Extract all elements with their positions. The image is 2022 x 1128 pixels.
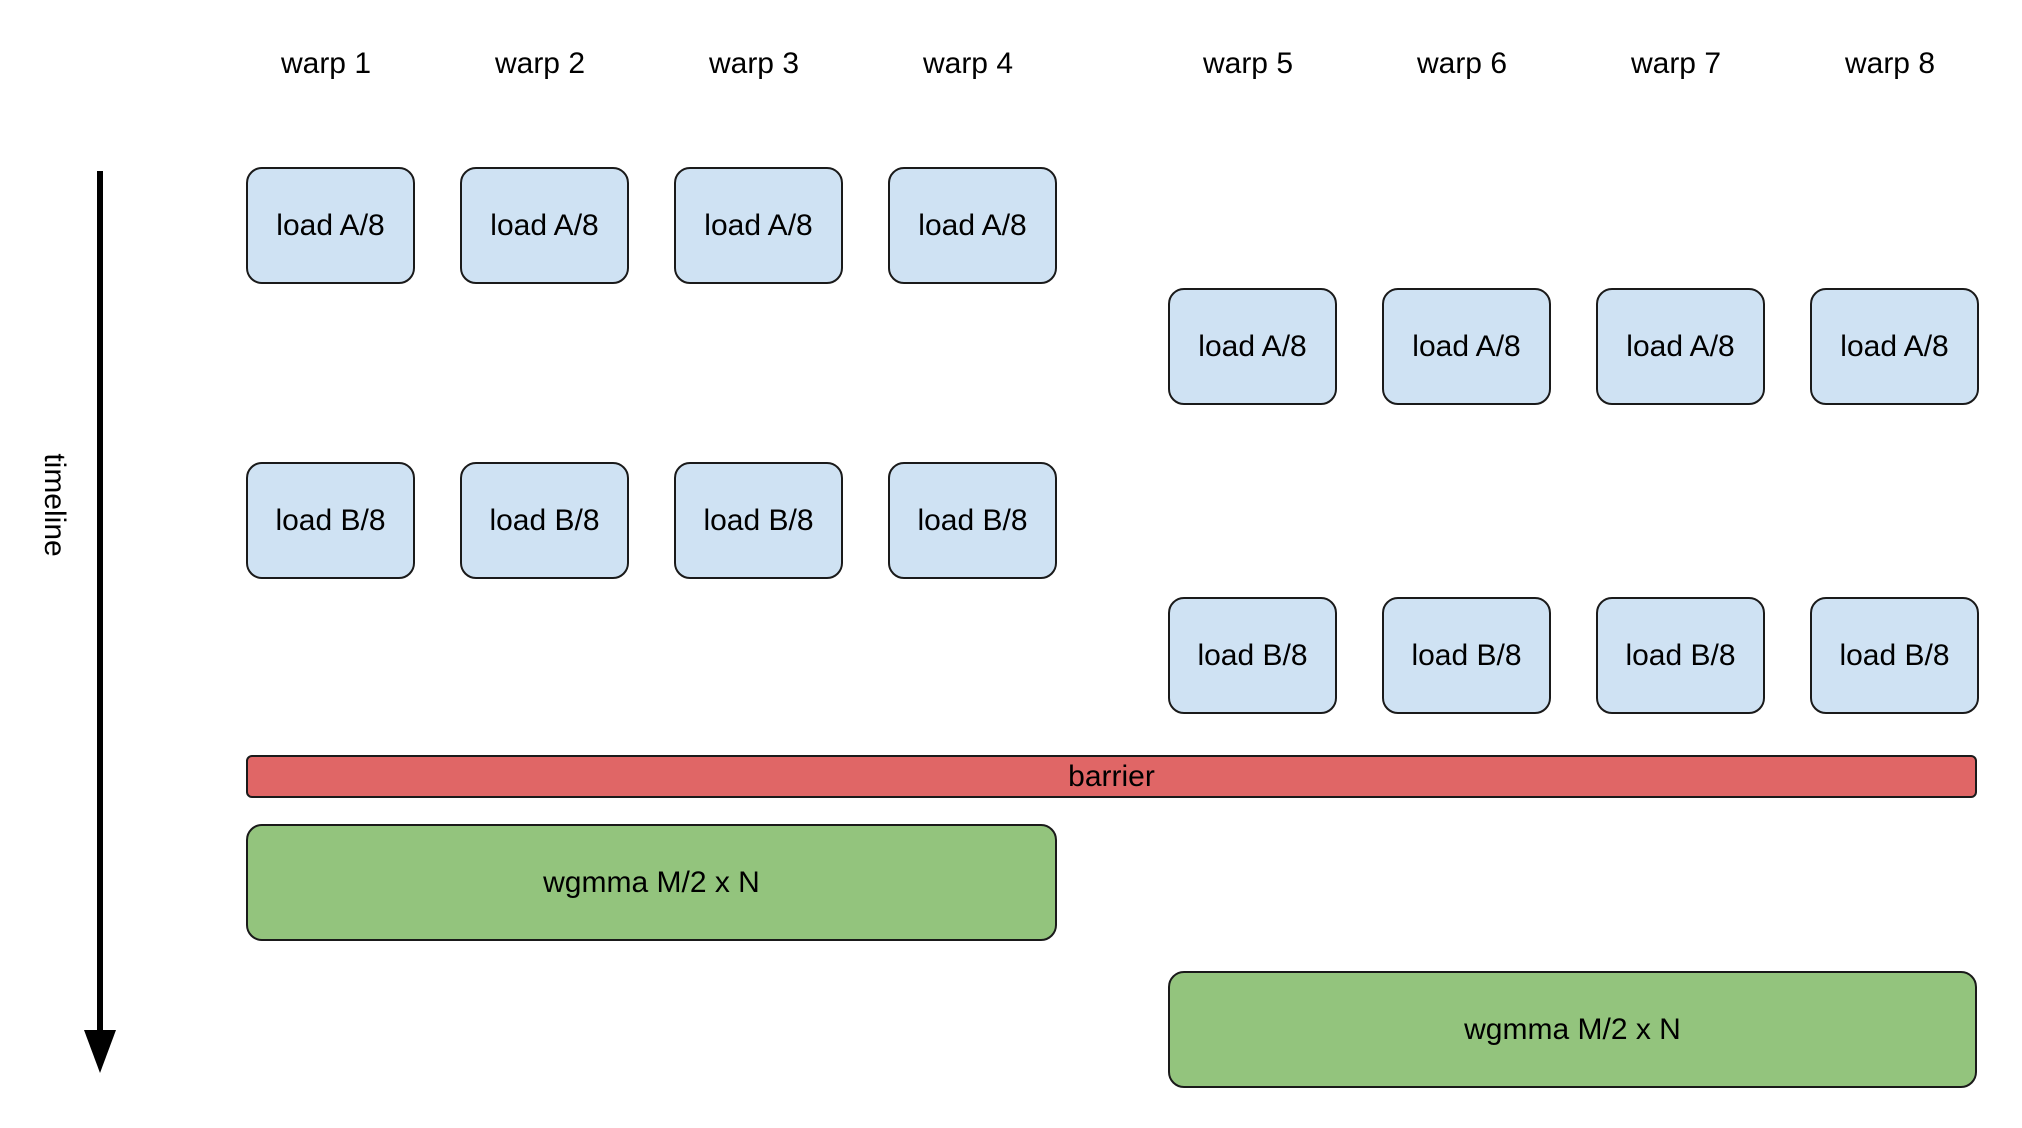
load-b-warp-5: load B/8 — [1168, 597, 1337, 714]
load-b-warp-4: load B/8 — [888, 462, 1057, 579]
warp-label-7: warp 7 — [1630, 47, 1722, 80]
load-a-warp-1: load A/8 — [246, 167, 415, 284]
load-a-warp-6: load A/8 — [1382, 288, 1551, 405]
wgmma-block-warps-5-8: wgmma M/2 x N — [1168, 971, 1977, 1088]
load-b-warp-6: load B/8 — [1382, 597, 1551, 714]
load-a-warp-5: load A/8 — [1168, 288, 1337, 405]
warp-label-6: warp 6 — [1416, 47, 1508, 80]
barrier-bar: barrier — [246, 755, 1977, 798]
timeline-label: timeline — [38, 453, 71, 557]
load-b-warp-1: load B/8 — [246, 462, 415, 579]
load-b-warp-7: load B/8 — [1596, 597, 1765, 714]
load-a-warp-8: load A/8 — [1810, 288, 1979, 405]
load-b-warp-3: load B/8 — [674, 462, 843, 579]
timeline-arrow-icon — [84, 171, 116, 1073]
load-b-warp-8: load B/8 — [1810, 597, 1979, 714]
wgmma-block-warps-1-4: wgmma M/2 x N — [246, 824, 1057, 941]
load-a-warp-7: load A/8 — [1596, 288, 1765, 405]
warp-label-3: warp 3 — [708, 47, 800, 80]
load-b-warp-2: load B/8 — [460, 462, 629, 579]
warp-label-2: warp 2 — [494, 47, 586, 80]
warp-label-8: warp 8 — [1844, 47, 1936, 80]
load-a-warp-2: load A/8 — [460, 167, 629, 284]
warp-label-5: warp 5 — [1202, 47, 1294, 80]
load-a-warp-3: load A/8 — [674, 167, 843, 284]
warp-label-4: warp 4 — [922, 47, 1014, 80]
load-a-warp-4: load A/8 — [888, 167, 1057, 284]
warp-label-1: warp 1 — [280, 47, 372, 80]
